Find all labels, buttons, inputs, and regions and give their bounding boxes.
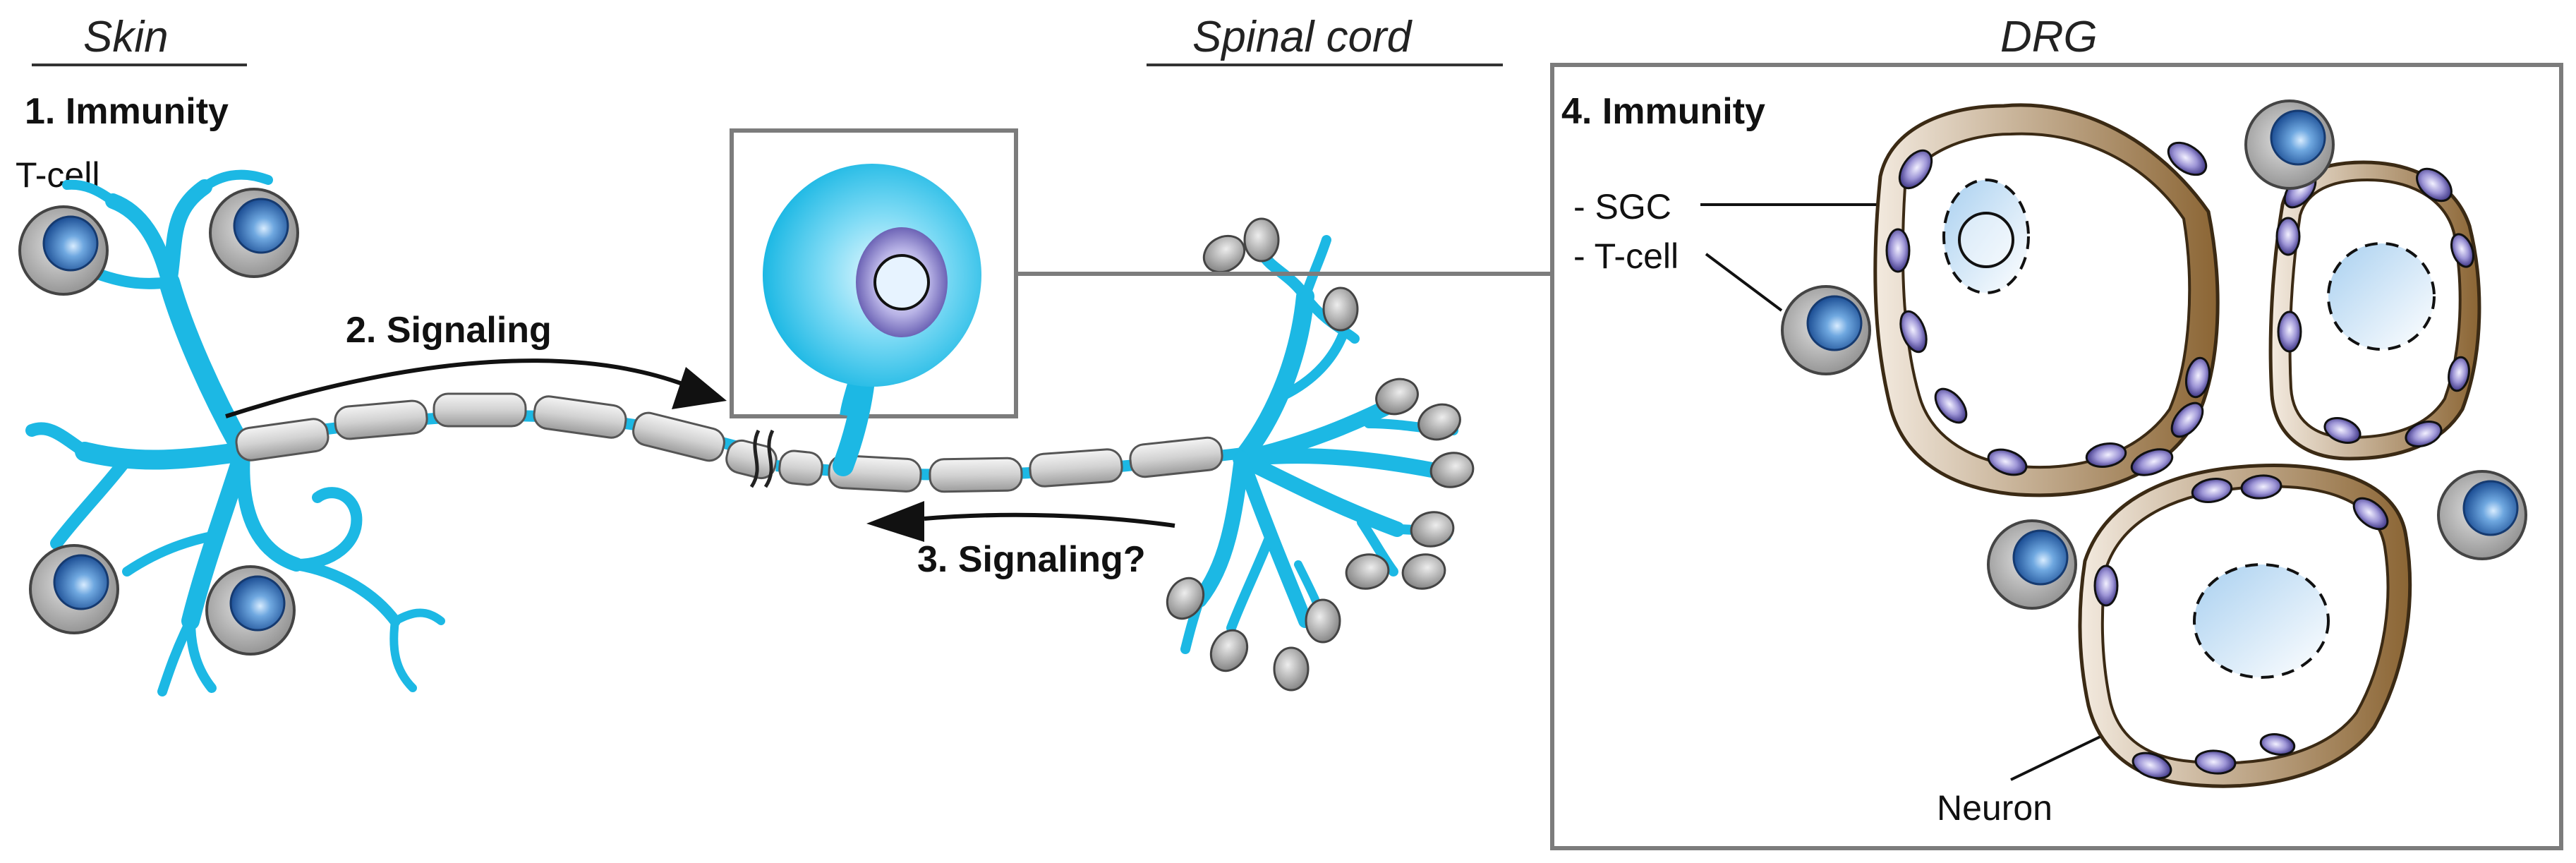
myelin-segments <box>235 392 778 480</box>
t-cell-icon <box>29 544 119 634</box>
t-cell-icon <box>2437 470 2527 560</box>
title-spinal-cord: Spinal cord <box>1192 13 1413 61</box>
drg-panel: 4. Immunity - SGC - T-cell Neuron <box>1550 63 2563 850</box>
t-cell-icon <box>1987 519 2077 610</box>
spinal-cord-terminals <box>1180 235 1458 654</box>
soma-nucleolus <box>873 254 930 310</box>
signaling-arrows <box>225 358 1175 542</box>
region-titles: Skin Spinal cord DRG <box>32 13 2098 66</box>
label-neuron: Neuron <box>1937 788 2052 828</box>
t-cell-icon <box>209 188 299 278</box>
title-drg: DRG <box>2000 13 2098 61</box>
step-labels: 1. Immunity T-cell 2. Signaling 3. Signa… <box>16 91 1146 580</box>
skin-tcells <box>18 188 299 656</box>
t-cell-icon <box>1781 285 1871 375</box>
soma-inset <box>730 128 1018 476</box>
peripheral-axon <box>231 392 778 480</box>
synaptic-boutons <box>1166 217 1475 692</box>
label-signaling-back: 3. Signaling? <box>917 539 1146 580</box>
label-sgc: - SGC <box>1573 187 1671 227</box>
axon-break-mark <box>749 429 775 488</box>
t-cell-icon <box>205 565 296 656</box>
drg-tcells <box>1781 99 2527 610</box>
drg-neuron-1 <box>1873 103 2220 497</box>
label-signaling-forward: 2. Signaling <box>346 310 552 351</box>
label-immunity-skin: 1. Immunity <box>25 91 229 132</box>
t-cell-icon <box>2244 99 2335 190</box>
t-cell-icon <box>18 205 109 296</box>
skin-nerve-endings <box>25 169 445 696</box>
label-tcell-drg: - T-cell <box>1573 236 1679 276</box>
title-skin: Skin <box>83 13 169 61</box>
label-immunity-drg: 4. Immunity <box>1561 91 1765 132</box>
drg-neuron-2 <box>2268 160 2481 461</box>
drg-neuron-3 <box>2078 464 2412 788</box>
